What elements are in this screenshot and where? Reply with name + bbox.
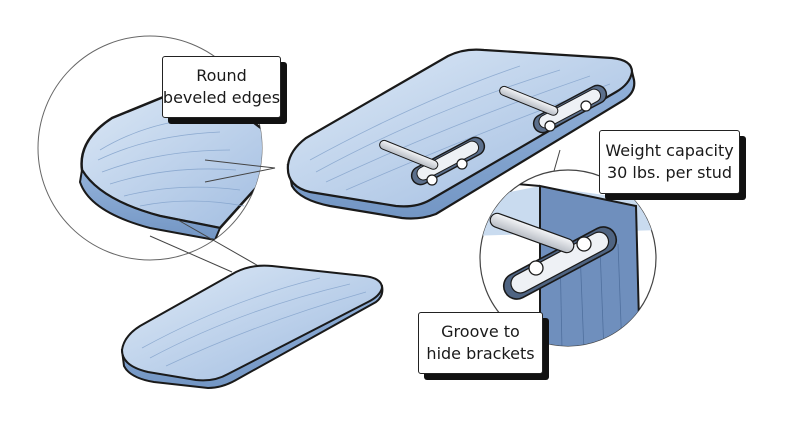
- callout-weight-capacity-line1: Weight capacity: [605, 141, 734, 160]
- callout-groove: Groove to hide brackets: [418, 312, 543, 374]
- groove-magnifier: [479, 169, 657, 347]
- bottom-shelf: [120, 264, 384, 390]
- screw-head-icon: [544, 120, 556, 132]
- screw-head-icon: [426, 174, 438, 186]
- callout-beveled-edges: Round beveled edges: [162, 56, 281, 118]
- bracket-right: [499, 84, 608, 134]
- main-shelf: [286, 48, 636, 220]
- callout-groove-line1: Groove to: [441, 322, 520, 341]
- screw-head-icon: [576, 236, 592, 252]
- bracket-pin-icon: [499, 85, 559, 116]
- callout-weight-capacity-line2: 30 lbs. per stud: [606, 163, 733, 182]
- screw-head-icon: [580, 100, 592, 112]
- bracket-pin-icon: [379, 139, 439, 170]
- callout-beveled-edges-line2: beveled edges: [162, 88, 281, 107]
- callout-beveled-edges-line1: Round: [196, 66, 247, 85]
- callout-weight-capacity: Weight capacity 30 lbs. per stud: [599, 130, 740, 194]
- callout-groove-line2: hide brackets: [426, 344, 535, 363]
- bracket-left: [379, 136, 486, 186]
- screw-head-icon: [528, 260, 544, 276]
- bracket-pin-icon: [489, 212, 575, 254]
- screw-head-icon: [456, 158, 468, 170]
